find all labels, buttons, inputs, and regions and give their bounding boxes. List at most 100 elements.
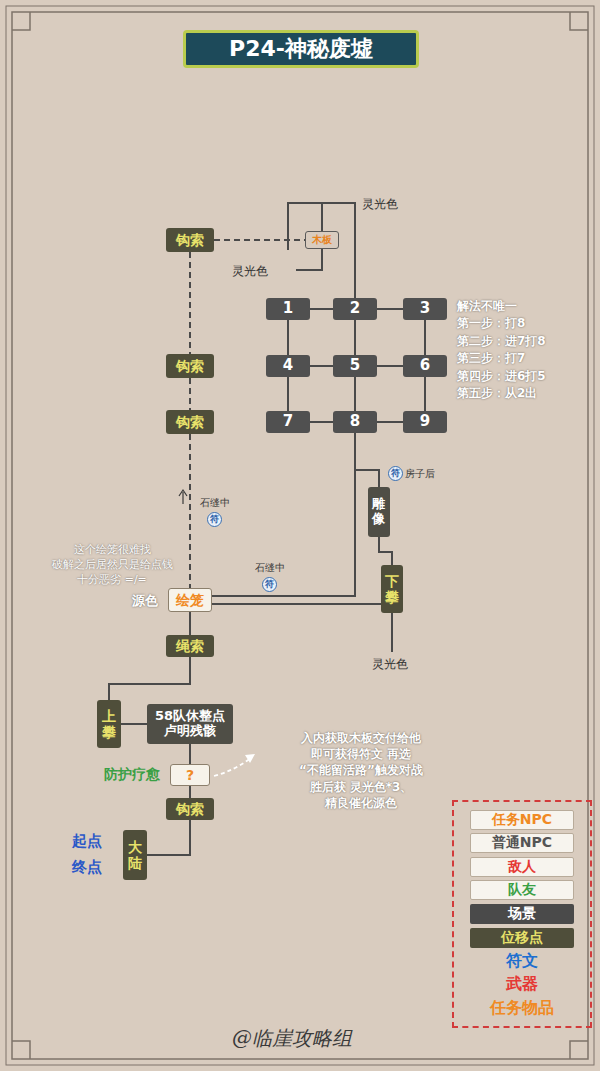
callout-arrow xyxy=(214,757,252,776)
solution-note: 解法不唯一 第一步：打8 第二步：进7打8 第三步：打7 第四步：进6打5 第五… xyxy=(457,298,553,402)
rune-icon: 符 xyxy=(207,512,222,527)
node-text: 3 xyxy=(420,300,430,317)
legend-text: 任务NPC xyxy=(492,811,552,829)
room-box: 8 xyxy=(333,411,377,433)
legend-swatch: 普通NPC xyxy=(470,833,574,853)
legend-swatch: 符文 xyxy=(470,951,574,971)
waypoint-box: 钩索 xyxy=(166,354,214,378)
legend-text: 符文 xyxy=(506,951,538,972)
node-text: 58队休整点 卢明残骸 xyxy=(149,709,231,739)
waypoint-box: 绳索 xyxy=(166,635,214,657)
end-label: 终点 xyxy=(72,858,102,877)
path-connector xyxy=(189,744,191,764)
node-text: 9 xyxy=(420,413,430,430)
node-text: 雕像 xyxy=(372,497,386,527)
node-text: ? xyxy=(186,767,194,783)
path-connector xyxy=(189,612,191,635)
node-text: 7 xyxy=(283,413,293,430)
legend-swatch: 任务物品 xyxy=(470,998,574,1018)
comment-note: 这个绘笼很难找 破解之后居然只是给点钱 十分恶劣 =/= xyxy=(48,543,176,588)
node-text: 大陆 xyxy=(127,839,142,871)
path-connector xyxy=(377,365,403,367)
node-text: 钩索 xyxy=(176,414,204,430)
path-connector xyxy=(310,308,333,310)
path-connector xyxy=(109,657,190,700)
room-box: 7 xyxy=(266,411,310,433)
area-label: 灵光色 xyxy=(232,263,268,280)
room-box: 6 xyxy=(403,355,447,377)
legend-swatch: 位移点 xyxy=(470,928,574,948)
path-connector xyxy=(424,377,426,411)
node-text: 8 xyxy=(350,413,360,430)
legend-text: 普通NPC xyxy=(492,834,552,852)
path-connector xyxy=(377,308,403,310)
path-connector xyxy=(379,537,392,565)
path-connector xyxy=(212,433,355,596)
rune-icon: 符 xyxy=(388,466,403,481)
node-text: 木板 xyxy=(312,234,332,246)
room-box: 2 xyxy=(333,298,377,320)
path-connector xyxy=(354,377,356,411)
small-arrow xyxy=(179,490,187,504)
path-connector xyxy=(287,320,289,355)
legend-text: 场景 xyxy=(508,905,536,923)
scene-box: 雕像 xyxy=(368,487,390,537)
node-text: 下攀 xyxy=(384,573,399,605)
start-label: 起点 xyxy=(72,832,102,851)
watermark: @临崖攻略组 xyxy=(232,1025,352,1052)
node-text: 5 xyxy=(350,357,360,374)
path-connector xyxy=(189,434,191,588)
node-text: 2 xyxy=(350,300,360,317)
waypoint-box: 钩索 xyxy=(166,410,214,434)
waypoint-box: 钩索 xyxy=(166,228,214,252)
path-connector xyxy=(189,378,191,410)
scene-box: 58队休整点 卢明残骸 xyxy=(147,704,233,744)
legend-text: 队友 xyxy=(508,881,536,899)
area-label: 源色 xyxy=(132,592,158,610)
path-connector xyxy=(377,421,403,423)
npc-box: ? xyxy=(170,764,210,786)
path-connector xyxy=(189,786,191,798)
legend-swatch: 武器 xyxy=(470,975,574,995)
legend-text: 位移点 xyxy=(501,929,543,947)
room-box: 1 xyxy=(266,298,310,320)
node-text: 钩索 xyxy=(176,801,204,817)
path-connector xyxy=(354,320,356,355)
path-connector xyxy=(310,421,333,423)
location-note: 石缝中 xyxy=(200,496,230,510)
node-text: 钩索 xyxy=(176,358,204,374)
path-line xyxy=(391,613,393,652)
legend-box: 任务NPC 普通NPC 敌人队友场景位移点符文武器任务物品 xyxy=(452,800,592,1028)
path-connector xyxy=(212,603,381,605)
path-connector xyxy=(322,203,355,298)
area-label: 灵光色 xyxy=(372,656,408,673)
quest-note: 入内获取木板交付给他 即可获得符文 再选“不能留活路”触发对战 胜后获 灵光色*… xyxy=(280,730,442,811)
frame-outer xyxy=(6,6,594,1065)
frame-corner xyxy=(12,12,588,1059)
path-connector xyxy=(214,239,305,241)
path-connector xyxy=(287,377,289,411)
path-connector xyxy=(147,820,190,855)
waypoint-box: 大陆 xyxy=(123,830,147,880)
room-box: 9 xyxy=(403,411,447,433)
path-connector xyxy=(310,365,333,367)
legend-swatch: 队友 xyxy=(470,880,574,900)
node-text: 绘笼 xyxy=(176,592,204,608)
legend-text: 武器 xyxy=(506,974,538,995)
npc-box: 绘笼 xyxy=(168,588,212,612)
frame-inner xyxy=(12,12,588,1059)
waypoint-box: 钩索 xyxy=(166,798,214,820)
ruin-wall xyxy=(296,249,322,270)
title-text: P24-神秘废墟 xyxy=(183,30,419,68)
item-box: 木板 xyxy=(305,231,339,249)
room-box: 4 xyxy=(266,355,310,377)
path-connector xyxy=(355,433,379,487)
location-note: 房子后 xyxy=(405,467,435,481)
node-text: 1 xyxy=(283,300,293,317)
legend-swatch: 场景 xyxy=(470,904,574,924)
legend-swatch: 敌人 xyxy=(470,857,574,877)
node-text: 上攀 xyxy=(101,708,116,740)
path-connector xyxy=(424,320,426,355)
node-text: 绳索 xyxy=(176,638,204,654)
room-box: 3 xyxy=(403,298,447,320)
